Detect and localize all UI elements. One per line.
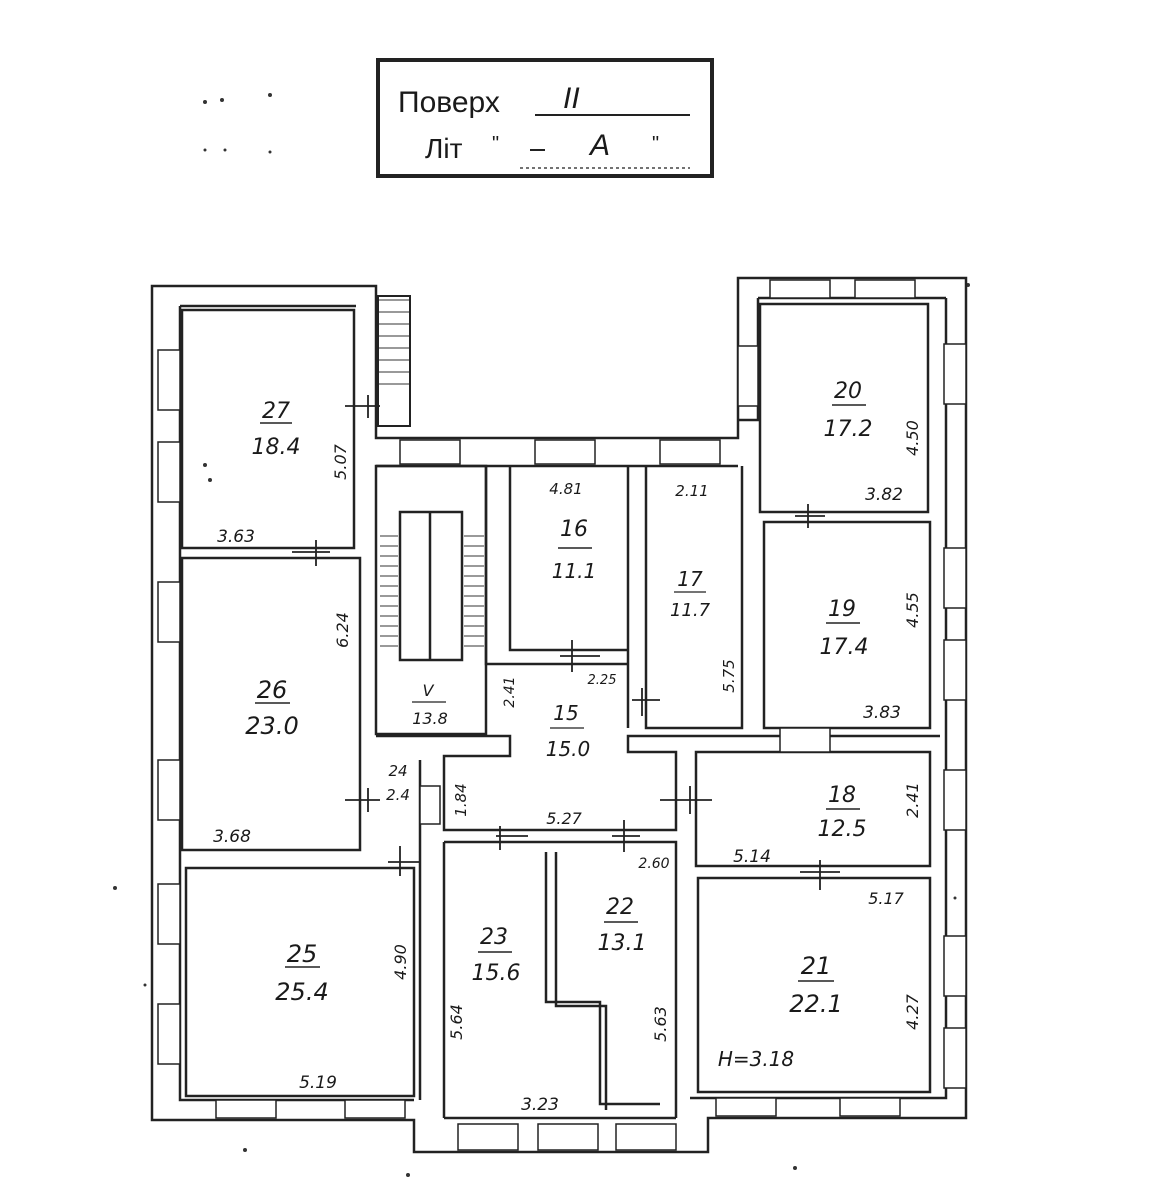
letter-quote-close: " <box>652 133 659 155</box>
room-27: 27 18.4 <box>252 399 301 460</box>
room-24-area: 2.4 <box>386 786 410 804</box>
dim-16-horizontal: 4.81 <box>549 480 582 498</box>
room-25-number: 25 <box>287 940 318 968</box>
room-23-area: 15.6 <box>472 961 521 986</box>
dim-22-vertical: 5.63 <box>651 1006 670 1042</box>
room-21-number: 21 <box>801 952 832 980</box>
room-15: 15 15.0 <box>546 701 591 761</box>
room-19-area: 17.4 <box>820 635 869 660</box>
dim-23-horizontal: 3.23 <box>521 1095 559 1115</box>
room-25-area: 25.4 <box>275 978 328 1006</box>
room-16: 16 11.1 <box>552 517 597 583</box>
dim-18-horizontal: 5.14 <box>733 847 771 867</box>
room-22: 22 13.1 <box>598 895 647 956</box>
stair-treads <box>377 295 484 647</box>
room-labels: 27 18.4 26 23.0 25 25.4 24 2.4 V 13.8 16… <box>245 379 872 1018</box>
room-15-number: 15 <box>553 701 578 725</box>
room-17-area: 11.7 <box>670 600 711 621</box>
room-15-area: 15.0 <box>546 737 591 761</box>
dim-15-a: 2.41 <box>502 676 518 707</box>
dim-20-horizontal: 3.82 <box>865 485 903 505</box>
room-27-number: 27 <box>262 399 290 424</box>
room-16-area: 11.1 <box>552 559 597 583</box>
windows <box>157 279 967 1151</box>
room-17-number: 17 <box>677 567 703 591</box>
room-27-area: 18.4 <box>252 435 301 460</box>
scan-noise <box>113 93 970 1177</box>
room-23: 23 15.6 <box>472 925 521 986</box>
letter-value: А <box>588 129 610 162</box>
dim-27-horizontal: 3.63 <box>217 527 255 547</box>
room-20: 20 17.2 <box>824 379 873 442</box>
room-18-area: 12.5 <box>818 817 867 842</box>
room-23-number: 23 <box>480 925 508 950</box>
dim-17-vertical: 5.75 <box>720 659 738 692</box>
room-25: 25 25.4 <box>275 940 328 1006</box>
room-26: 26 23.0 <box>245 676 298 740</box>
ceiling-height-note: H=3.18 <box>718 1047 794 1071</box>
room-20-area: 17.2 <box>824 417 873 442</box>
dim-18-vertical: 2.41 <box>903 782 922 818</box>
room-18-number: 18 <box>828 783 856 808</box>
floor-value: II <box>563 82 580 115</box>
floor-label: Поверх <box>398 86 500 119</box>
dim-27-vertical: 5.07 <box>331 443 350 479</box>
dim-21-vertical: 4.27 <box>903 993 922 1029</box>
dim-25-horizontal: 5.19 <box>299 1073 337 1093</box>
room-16-number: 16 <box>560 517 588 542</box>
dim-19-horizontal: 3.83 <box>863 703 901 723</box>
room-v-number: V <box>423 681 435 700</box>
dim-26-vertical: 6.24 <box>333 612 352 648</box>
dimension-labels: 5.07 3.63 6.24 3.68 4.90 5.19 4.81 2.11 … <box>213 420 922 1115</box>
dim-20-vertical: 4.50 <box>903 420 922 456</box>
door-marks <box>292 395 840 890</box>
dim-19-vertical: 4.55 <box>903 592 922 628</box>
room-26-number: 26 <box>257 676 288 704</box>
letter-label: Літ <box>425 133 463 164</box>
room-20-number: 20 <box>834 379 862 404</box>
room-19: 19 17.4 <box>820 597 869 660</box>
dim-22-horizontal: 2.60 <box>638 856 669 872</box>
room-22-area: 13.1 <box>598 931 647 956</box>
dim-26-horizontal: 3.68 <box>213 827 251 847</box>
dim-23-vertical: 5.64 <box>447 1004 466 1040</box>
room-v-area: 13.8 <box>412 709 448 728</box>
room-24: 24 2.4 <box>386 762 410 804</box>
room-18: 18 12.5 <box>818 783 867 842</box>
room-24-number: 24 <box>388 762 407 780</box>
room-22-number: 22 <box>606 895 634 920</box>
room-26-area: 23.0 <box>245 712 298 740</box>
room-21-area: 22.1 <box>789 990 842 1018</box>
room-17: 17 11.7 <box>670 567 711 621</box>
dim-15-d: 5.27 <box>546 809 582 828</box>
floor-stamp: Поверх II Літ " А " <box>376 58 714 178</box>
dim-21-horizontal: 5.17 <box>868 889 904 908</box>
room-19-number: 19 <box>828 597 856 622</box>
dim-25-vertical: 4.90 <box>391 944 410 980</box>
dim-15-b: 2.25 <box>588 673 617 688</box>
dim-17-horizontal: 2.11 <box>675 482 708 500</box>
room-21: 21 22.1 <box>789 952 842 1018</box>
room-v: V 13.8 <box>412 681 448 728</box>
dim-15-c: 1.84 <box>452 783 470 816</box>
letter-quote-open: " <box>492 133 499 155</box>
